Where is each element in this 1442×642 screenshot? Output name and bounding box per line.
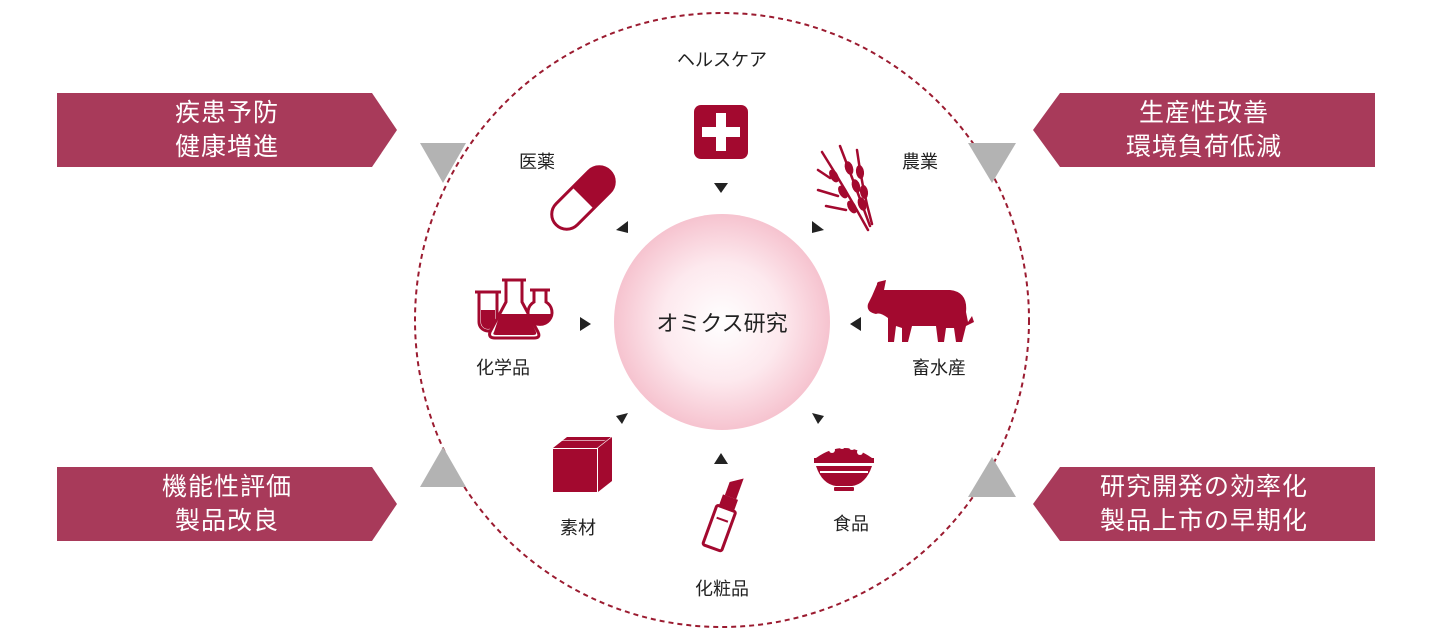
gray-triangle-top-right: [968, 143, 1016, 183]
banner-top-right: 生産性改善 環境負荷低減: [1033, 93, 1375, 167]
banner-top-left: 疾患予防 健康増進: [57, 93, 397, 167]
gray-triangle-bottom-left: [420, 447, 466, 487]
capsule-icon: [550, 165, 616, 231]
gray-triangle-bottom-right: [968, 457, 1016, 497]
center-label: オミクス研究: [656, 312, 788, 337]
label-healthcare: ヘルスケア: [677, 50, 767, 71]
banner-line: 疾患予防: [174, 98, 279, 127]
banner-bottom-right: 研究開発の効率化 製品上市の早期化: [1033, 467, 1375, 541]
wheat-icon: [816, 144, 874, 232]
banner-line: 製品上市の早期化: [1099, 506, 1308, 535]
arrow-from-agriculture: [812, 221, 824, 233]
banner-line: 機能性評価: [161, 472, 292, 501]
arrow-from-medicine: [616, 221, 628, 233]
banner-bottom-left: 機能性評価 製品改良: [57, 467, 397, 541]
banner-line: 研究開発の効率化: [1099, 472, 1308, 501]
center-circle: [614, 214, 830, 430]
banner-line: 生産性改善: [1138, 98, 1269, 127]
outer-dashed-ring: [414, 12, 1030, 628]
rice-bowl-icon: [814, 443, 874, 491]
flasks-icon: [475, 278, 554, 340]
label-cosmetics: 化粧品: [695, 579, 749, 600]
gray-triangle-top-left: [420, 143, 466, 183]
label-materials: 素材: [560, 518, 596, 539]
cow-icon: [867, 280, 974, 342]
arrow-from-food: [812, 413, 824, 424]
arrow-from-materials: [616, 413, 628, 424]
arrow-from-cosmetics: [714, 453, 728, 464]
box-icon: [553, 437, 612, 492]
banner-line: 製品改良: [174, 506, 279, 535]
medical-cross-icon: [694, 105, 748, 159]
label-agriculture: 農業: [902, 152, 938, 173]
arrow-from-livestock: [850, 317, 861, 331]
banner-line: 健康増進: [174, 132, 279, 161]
arrow-from-healthcare: [714, 183, 728, 193]
banner-line: 環境負荷低減: [1125, 132, 1282, 161]
label-food: 食品: [833, 514, 869, 535]
label-medicine: 医薬: [519, 152, 555, 173]
label-chemicals: 化学品: [476, 358, 530, 379]
label-livestock: 畜水産: [912, 358, 966, 379]
lipstick-icon: [701, 478, 744, 553]
arrow-from-chemicals: [580, 317, 591, 331]
